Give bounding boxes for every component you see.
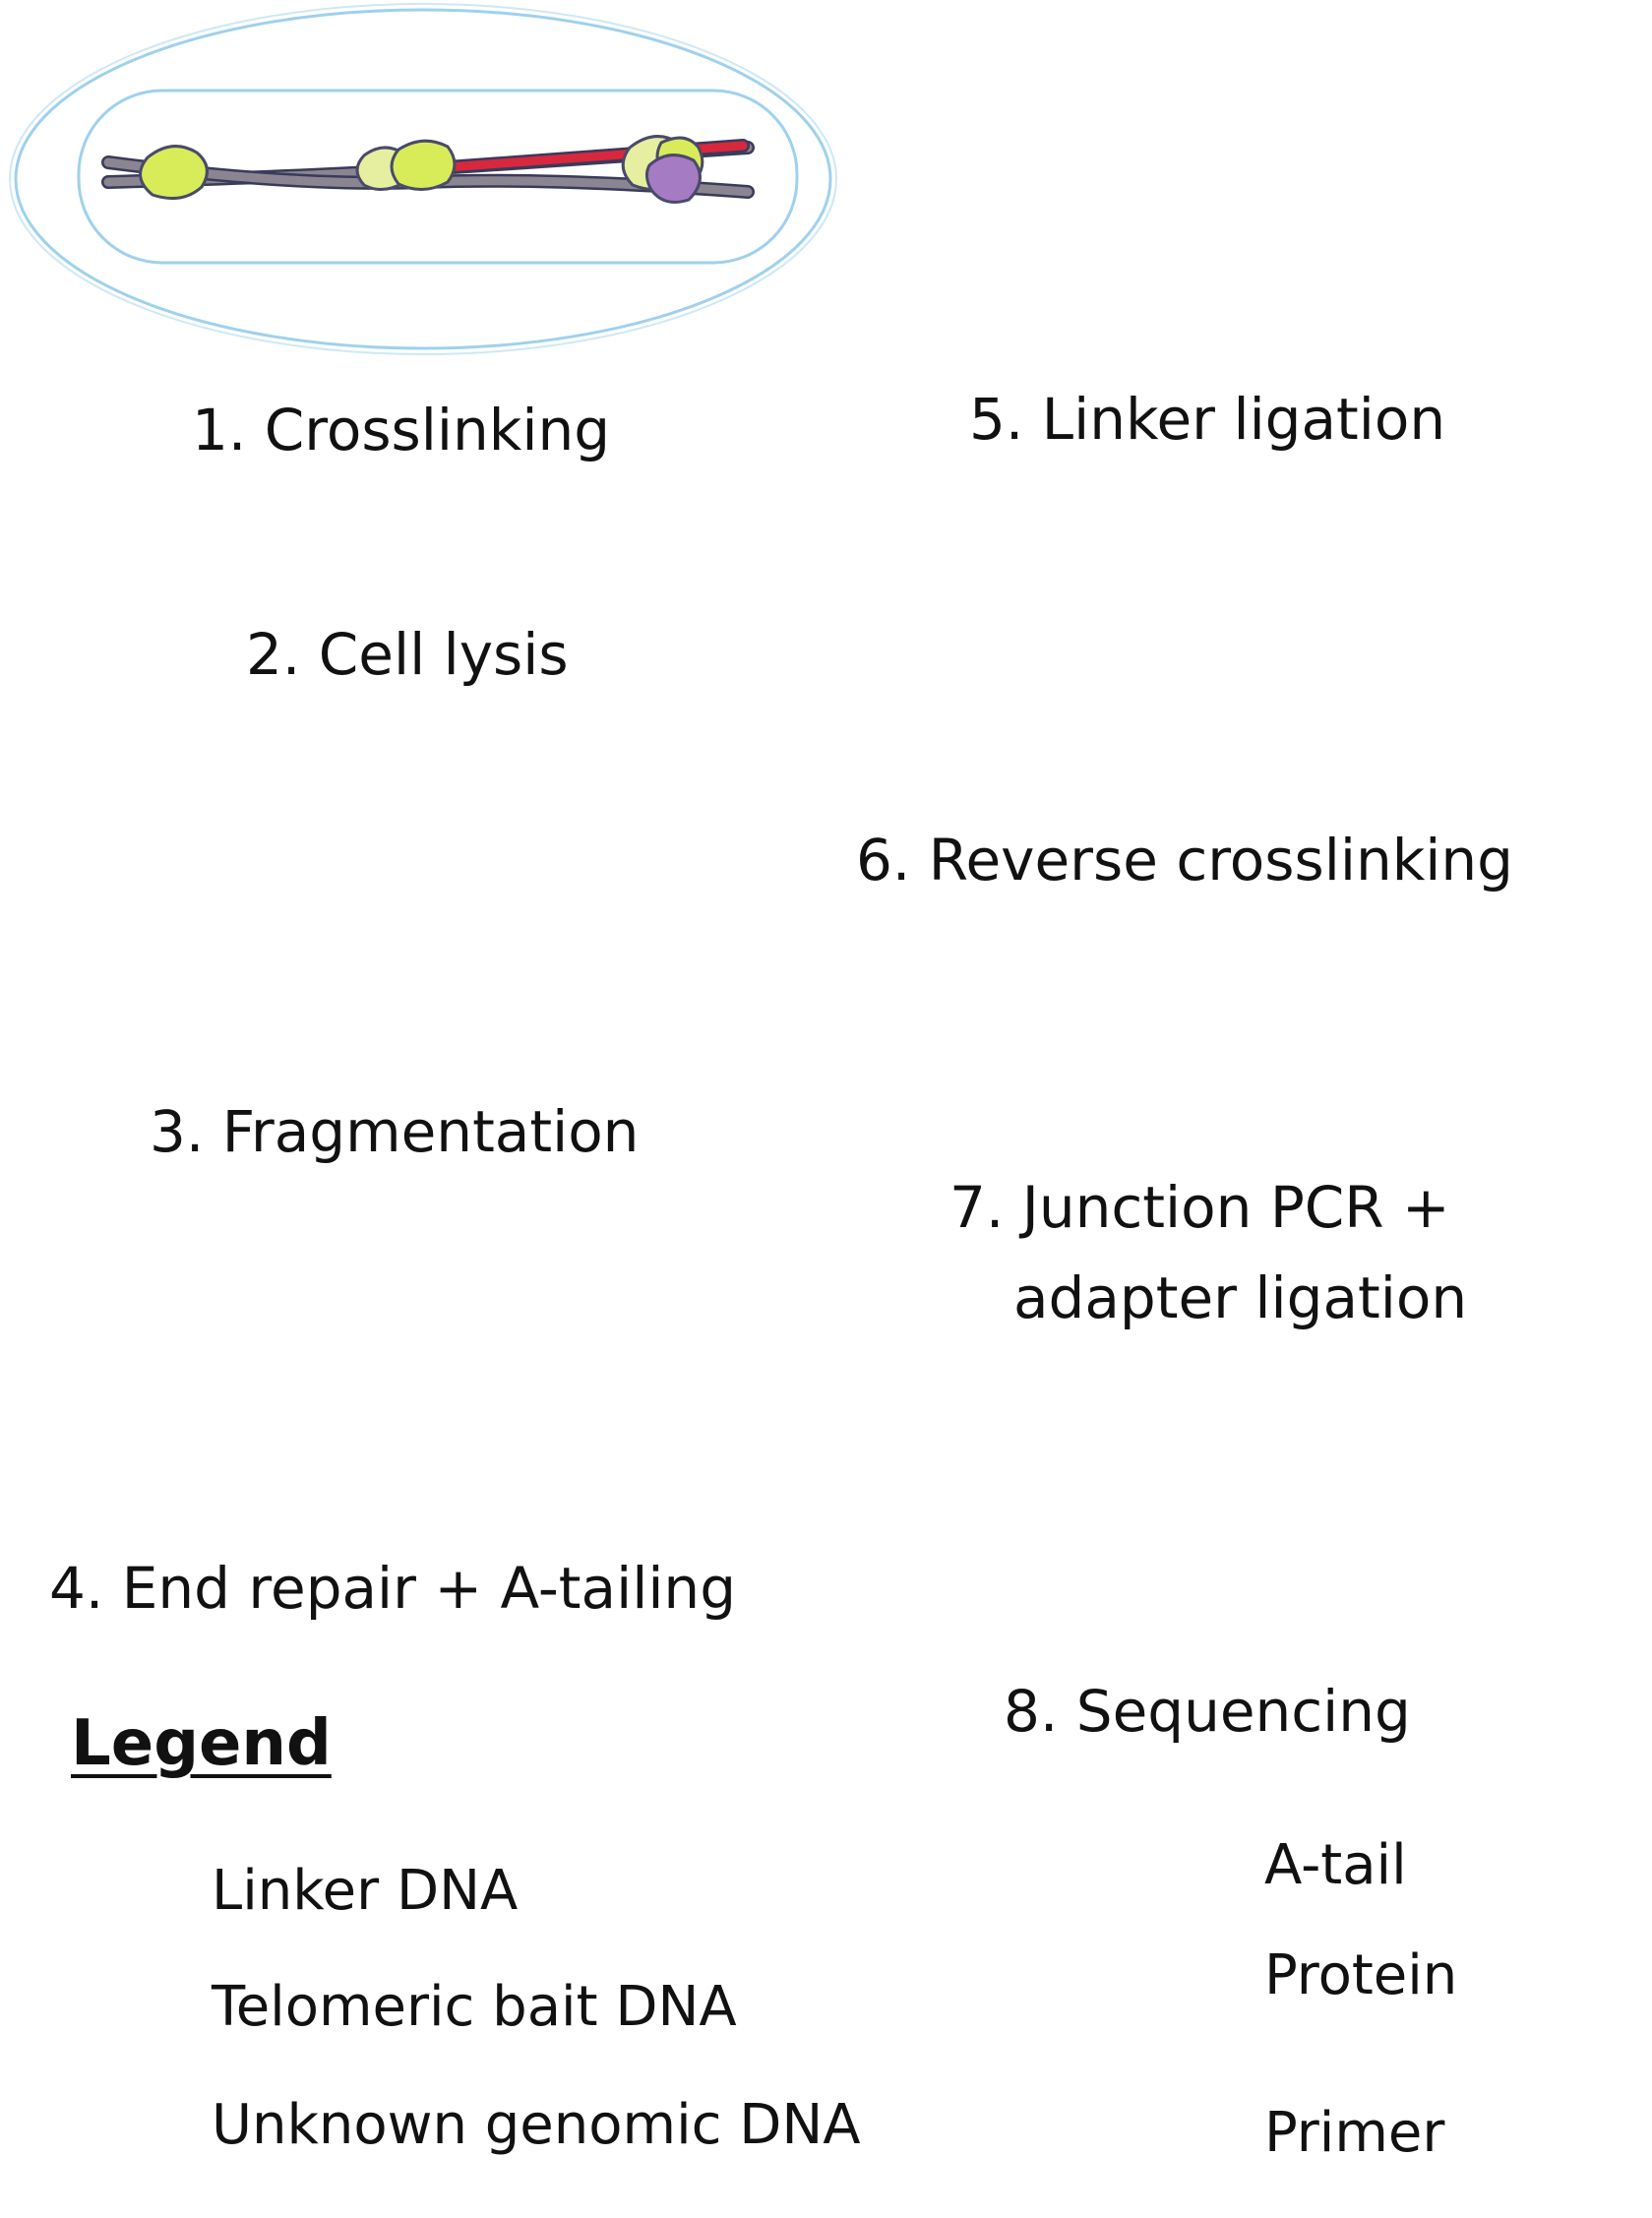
legend-linker-label: Linker DNA [212,1859,519,1923]
step7-label-line2: adapter ligation [1013,1264,1468,1331]
step1-label: 1. Crosslinking [192,397,611,463]
legend-title: Legend [71,1707,332,1780]
step2-label: 2. Cell lysis [246,621,569,688]
step3-label: 3. Fragmentation [150,1098,640,1165]
legend-protein-label: Protein [1264,1943,1458,2007]
step4-label: 4. End repair + A-tailing [49,1555,737,1622]
legend-genomic-label: Unknown genomic DNA [212,2093,861,2157]
step5-label: 5. Linker ligation [969,386,1446,453]
step6-label: 6. Reverse crosslinking [856,827,1513,893]
legend-telomeric-label: Telomeric bait DNA [212,1975,737,2039]
legend-primer-label: Primer [1264,2101,1445,2165]
step8-label: 8. Sequencing [1004,1678,1411,1745]
step7-label-line1: 7. Junction PCR + [949,1174,1450,1241]
step1-cell-illustration [9,3,837,355]
legend-atail-label: A-tail [1264,1833,1407,1897]
